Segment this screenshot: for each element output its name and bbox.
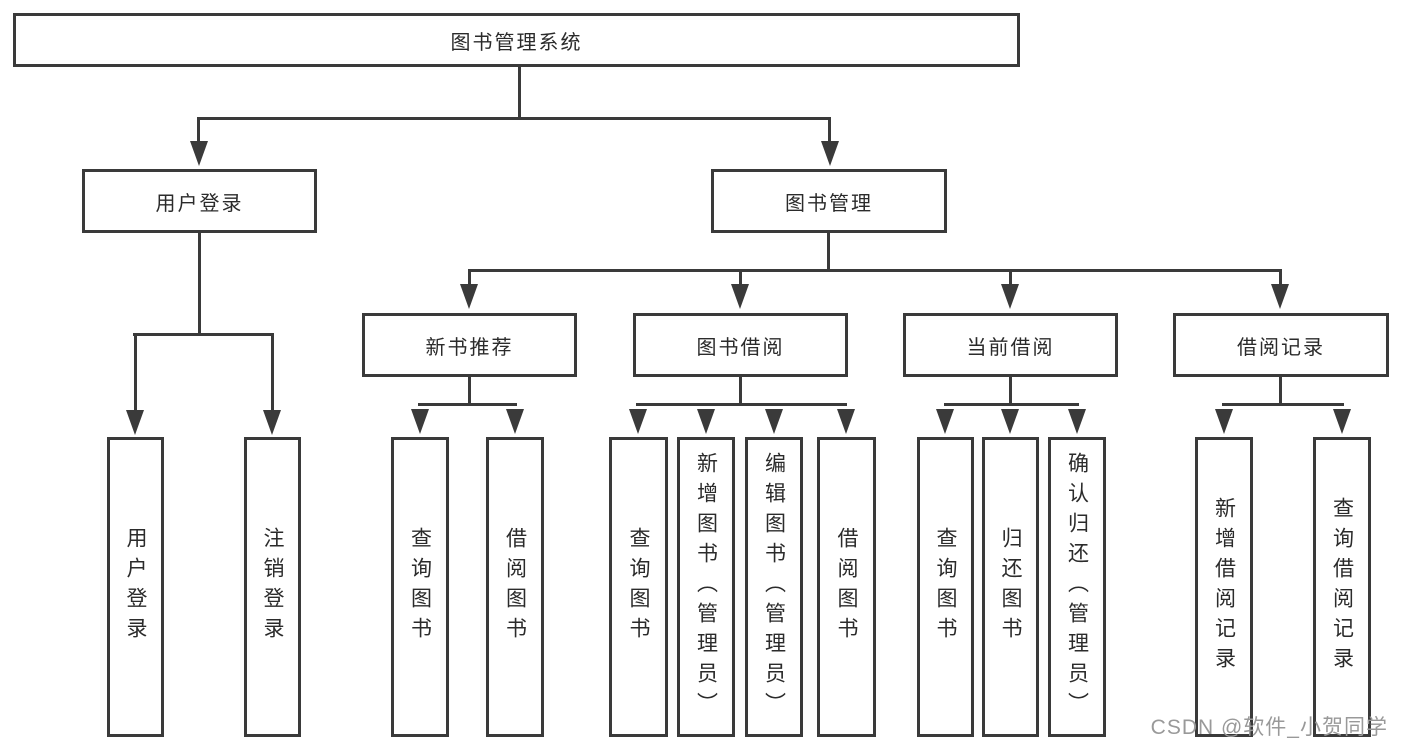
connector-line (1009, 377, 1012, 406)
connector-line (1279, 272, 1282, 284)
connector-line (636, 403, 847, 406)
arrow-down (629, 409, 647, 434)
connector-line (739, 377, 742, 406)
arrow-down (1001, 409, 1019, 434)
connector-line (134, 336, 137, 410)
arrow-down (460, 284, 478, 309)
arrow-down (1068, 409, 1086, 434)
connector-line (739, 272, 742, 284)
arrow-down (1001, 284, 1019, 309)
arrow-down (697, 409, 715, 434)
node-new-book-recommend: 新书推荐 (362, 313, 577, 377)
arrow-down (506, 409, 524, 434)
arrow-down (936, 409, 954, 434)
connector-line (271, 336, 274, 410)
connector-line (944, 403, 1079, 406)
connector-line (1222, 403, 1344, 406)
leaf-borrow-books: 借阅图书 (817, 437, 876, 737)
leaf-add-borrow-record: 新增借阅记录 (1195, 437, 1253, 737)
arrow-down (821, 141, 839, 166)
connector-line (197, 120, 200, 142)
leaf-return-book: 归还图书 (982, 437, 1039, 737)
connector-line (198, 233, 201, 336)
node-user-login: 用户登录 (82, 169, 317, 233)
leaf-borrow-books-recommend: 借阅图书 (486, 437, 544, 737)
connector-line (1279, 377, 1282, 406)
node-book-management: 图书管理 (711, 169, 947, 233)
connector-line (1009, 272, 1012, 284)
connector-line (418, 403, 517, 406)
arrow-down (1333, 409, 1351, 434)
connector-line (468, 377, 471, 406)
connector-line (828, 120, 831, 142)
arrow-down (411, 409, 429, 434)
leaf-confirm-return-admin: 确认归还（管理员） (1048, 437, 1106, 737)
leaf-edit-book-admin: 编辑图书（管理员） (745, 437, 803, 737)
connector-line (468, 272, 471, 284)
leaf-add-book-admin: 新增图书（管理员） (677, 437, 735, 737)
arrow-down (263, 410, 281, 435)
connector-line (197, 117, 831, 120)
arrow-down (1215, 409, 1233, 434)
connector-line (518, 67, 521, 118)
node-root: 图书管理系统 (13, 13, 1020, 67)
arrow-down (765, 409, 783, 434)
leaf-query-books-recommend: 查询图书 (391, 437, 449, 737)
node-borrow-records: 借阅记录 (1173, 313, 1389, 377)
connector-line (133, 333, 274, 336)
node-current-borrow: 当前借阅 (903, 313, 1118, 377)
arrow-down (190, 141, 208, 166)
leaf-logout: 注销登录 (244, 437, 301, 737)
watermark: CSDN @软件_小贺同学 (1150, 716, 1388, 739)
arrow-down (731, 284, 749, 309)
arrow-down (837, 409, 855, 434)
leaf-user-login: 用户登录 (107, 437, 164, 737)
node-book-borrow: 图书借阅 (633, 313, 848, 377)
arrow-down (126, 410, 144, 435)
leaf-query-books-borrow: 查询图书 (609, 437, 668, 737)
leaf-query-books-current: 查询图书 (917, 437, 974, 737)
arrow-down (1271, 284, 1289, 309)
connector-line (468, 269, 1282, 272)
leaf-query-borrow-record: 查询借阅记录 (1313, 437, 1371, 737)
connector-line (827, 233, 830, 272)
